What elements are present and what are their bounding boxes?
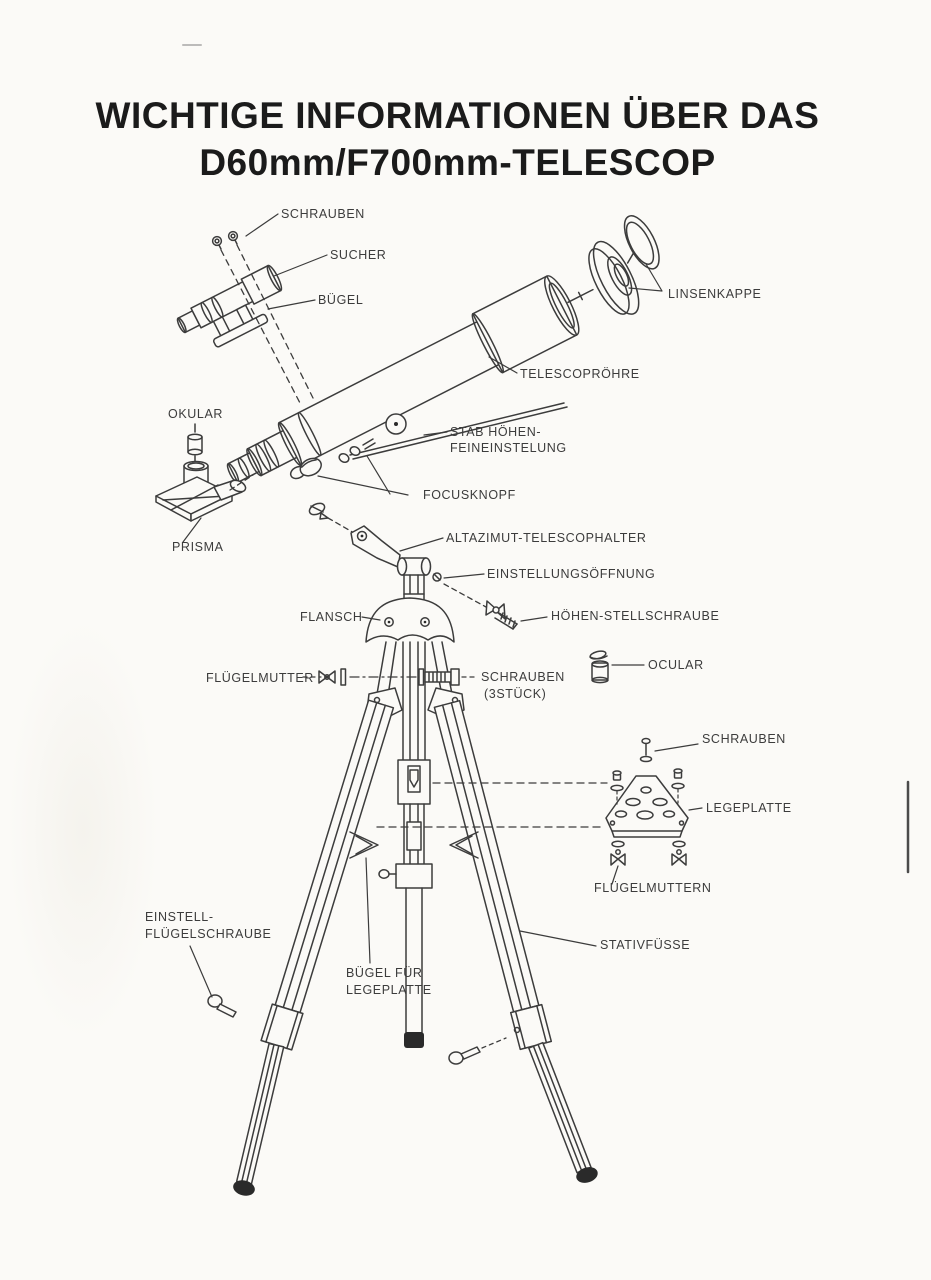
page-title: WICHTIGE INFORMATIONEN ÜBER DAS D60mm/F7… [0, 97, 923, 181]
label-buegel-fuer-legeplatte-line2: LEGEPLATTE [346, 983, 432, 997]
leveling-wing-screw-drawing [207, 994, 237, 1018]
label-sucher: SUCHER [330, 248, 386, 262]
label-ocular: OCULAR [648, 658, 704, 672]
label-schrauben-finder: SCHRAUBEN [281, 207, 365, 221]
label-altazimut-telescophalter: ALTAZIMUT-TELESCOPHALTER [446, 531, 647, 545]
page-title-line1: WICHTIGE INFORMATIONEN ÜBER DAS [95, 95, 820, 136]
ocular-spare-eyepiece-drawing [589, 650, 609, 684]
label-einstell-fluegelschraube-line1: EINSTELL- [145, 910, 214, 924]
label-schrauben-3stueck-line1: SCHRAUBEN [481, 670, 565, 684]
tray-screws-drawing [610, 737, 685, 805]
mount-set-screw-drawing [308, 502, 329, 520]
telescope-tube-drawing [226, 215, 660, 484]
page-title-line2: D60mm/F700mm-TELESCOP [199, 142, 716, 183]
label-prisma: PRISMA [172, 540, 224, 554]
label-leader-lines [182, 213, 703, 998]
tray-dashed-lines [376, 782, 608, 828]
label-fluegelmutter: FLÜGELMUTTER [206, 671, 314, 685]
finder-assembly-dashed-lines [220, 244, 314, 406]
label-stativfuesse: STATIVFÜSSE [600, 938, 690, 952]
label-focusknopf: FOCUSKNOPF [423, 488, 516, 502]
tripod-leg-left-drawing [233, 699, 395, 1196]
slow-motion-rod-drawing [338, 402, 568, 463]
label-buegel: BÜGEL [318, 293, 363, 307]
label-legeplatte: LEGEPLATTE [706, 801, 792, 815]
focuser-drawing [226, 428, 300, 484]
label-buegel-fuer-legeplatte-line1: BÜGEL FÜR [346, 966, 422, 980]
height-screw-dashed-line [443, 583, 487, 608]
label-fluegelmuttern: FLÜGELMUTTERN [594, 881, 712, 895]
label-linsenkappe: LINSENKAPPE [668, 287, 761, 301]
eyepiece-okular-drawing [187, 423, 203, 463]
label-okular: OKULAR [168, 407, 223, 421]
focus-knob-drawing [289, 457, 322, 480]
prism-diagonal-drawing [155, 460, 247, 522]
label-flansch: FLANSCH [300, 610, 363, 624]
altazimuth-bracket-drawing [350, 525, 442, 603]
prism-assembly-dashed-line [229, 474, 254, 491]
label-einstellungsoeffnung: EINSTELLUNGSÖFFNUNG [487, 567, 655, 581]
flange-leg-connectors [376, 641, 453, 697]
label-einstell-fluegelschraube-line2: FLÜGELSCHRAUBE [145, 927, 272, 941]
flange-drawing [365, 597, 455, 643]
finder-bracket-drawing [212, 304, 269, 348]
label-hoehen-stellschraube: HÖHEN-STELLSCHRAUBE [551, 609, 719, 623]
label-stab-hoehen-line2: FEINEINSTELUNG [450, 441, 567, 455]
label-telescoproehre: TELESCOPRÖHRE [520, 367, 640, 381]
height-adjust-screw-drawing [485, 600, 518, 630]
accessory-tray-drawing [605, 775, 689, 838]
wing-nut-bolt-row-drawing [318, 668, 478, 686]
label-schrauben-3stueck-line2: (3STÜCK) [484, 687, 546, 701]
finder-scope-drawing [176, 264, 283, 348]
leg-clamp-screw-drawing [448, 1037, 507, 1065]
part-labels: SCHRAUBEN SUCHER BÜGEL LINSENKAPPE TELES… [145, 207, 792, 997]
lens-cell-drawing [588, 240, 640, 315]
finder-screws-drawing [211, 230, 239, 250]
label-stab-hoehen-line1: STAB HÖHEN- [450, 425, 541, 439]
tripod-leg-right-drawing [433, 699, 598, 1183]
lens-cap-drawing [623, 215, 660, 270]
center-column-drawing [378, 641, 433, 1048]
tray-bracket-chevrons [349, 831, 479, 859]
label-schrauben-legeplatte: SCHRAUBEN [702, 732, 786, 746]
tray-wing-nuts-drawing [610, 840, 687, 866]
